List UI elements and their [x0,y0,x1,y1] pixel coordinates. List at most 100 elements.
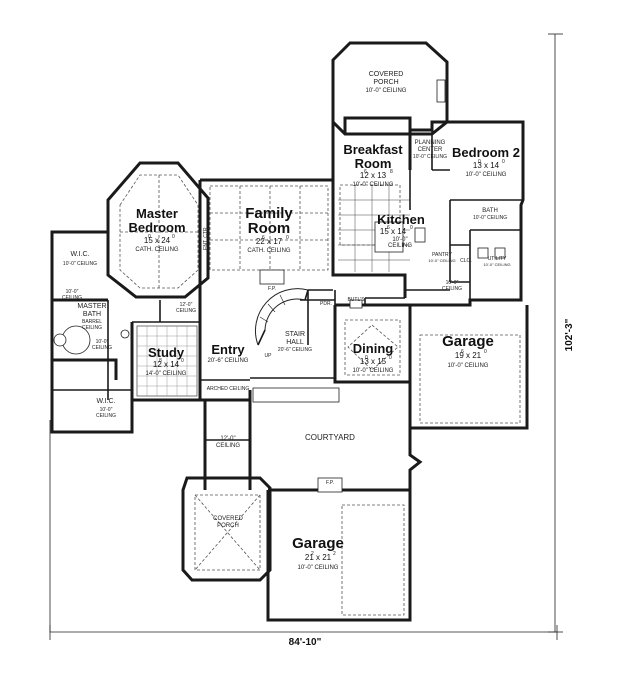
breakfast-sup-b: 8 [390,169,393,175]
study-sup-a: 8 [159,358,162,364]
dining-sup-a: 0 [365,355,368,361]
pantry-ceiling: 10'-0" CEILING [428,258,455,263]
stair-hall-name-1: STAIR [285,331,305,338]
master-ceiling: CATH. CEILING [135,247,179,253]
exterior-walls [50,41,529,622]
garage-front-sup-a: 2 [311,551,314,557]
fp-court-label: F.P. [326,480,334,486]
bedroom2-dims: 13 x 14 [473,161,500,170]
master-name-1: Master [136,206,178,221]
wic-bottom-ceiling-1: 10'-0" [100,407,113,413]
fixtures [53,79,506,493]
dining-name: Dining [353,341,393,356]
wic-bottom-name: W.I.C. [96,398,115,405]
family-sup-a: 6 [262,235,265,241]
utility-hall-ceiling-2: CEILING [442,286,462,292]
dimension-lines [49,33,563,640]
study-dims: 12 x 14 [153,360,180,369]
family-sup-b: 0 [286,235,289,241]
garage-right-sup-a: 6 [461,349,464,355]
master-bath-ceiling-2: CEILING [82,325,102,331]
planning-label-2: CENTER [418,147,443,153]
entry-ceiling: 20'-6" CEILING [208,358,249,364]
master-bath-ceiling-1: BARREL [82,319,102,325]
garage-front-sup-b: 2 [333,551,336,557]
utility-name: UTILITY [488,256,507,262]
hall-12-ceiling-2: CEILING [176,308,196,314]
master-sup-a: 0 [148,234,151,240]
stair-hall-ceiling: 20'-6" CEILING [278,347,312,353]
porch-top-ceiling: 10'-0" CEILING [366,88,407,94]
study-ceiling: 14'-0" CEILING [146,371,187,377]
left-ceiling-2: CEILING [62,295,82,301]
wic-bottom-ceiling-2: CEILING [96,413,116,419]
breakfast-name-2: Room [355,156,392,171]
bedroom2-name: Bedroom 2 [452,145,520,160]
stair-up-label: UP [265,353,273,359]
kitchen-dims: 15 x 14 [380,227,407,236]
dining-dims: 13 x 15 [360,357,387,366]
porch-front-name-2: PORCH [217,523,239,529]
kitchen-name: Kitchen [377,212,425,227]
master-name-2: Bedroom [128,220,185,235]
garage-front-name: Garage [292,535,344,552]
porch-top-label-1: COVERED [369,71,404,78]
hall-12-ceiling-1: 12'-0" [180,302,193,308]
family-name-2: Room [248,220,291,237]
entry-arched: ARCHED CEILING [207,386,250,392]
garage-right-name: Garage [442,333,494,350]
breakfast-ceiling: 10'-0" CEILING [353,182,394,188]
clo-name: CLO. [460,258,472,264]
master-sup-b: 0 [172,234,175,240]
bedroom2-sup-b: 0 [502,159,505,165]
pantry-name: PANTRY [432,252,452,258]
family-dims: 22 x 17 [256,237,283,246]
bedroom2-ceiling: 10'-0" CEILING [466,172,507,178]
dining-ceiling: 10'-0" CEILING [353,368,394,374]
study-sup-b: 0 [181,358,184,364]
gallery-ceiling-1: 12'-0" [220,436,235,442]
family-name-1: Family [245,205,293,222]
wic-top-ceiling: 10'-0" CEILING [63,261,97,267]
room-labels: COVERED PORCH 10'-0" CEILING Breakfast R… [62,71,520,571]
bath-name: BATH [482,208,498,214]
breakfast-name-1: Breakfast [343,142,403,157]
planning-label-1: PLANNING [415,140,446,146]
interior-walls [52,130,523,441]
family-ceiling: CATH. CEILING [247,248,291,254]
ceiling-lines [119,174,521,616]
utility-ceiling: 10'-0" CEILING [483,262,510,267]
garage-right-dims: 19 x 21 [455,351,482,360]
bedroom2-sup-a: 0 [478,159,481,165]
breakfast-sup-a: 6 [364,169,367,175]
wic-top-name: W.I.C. [70,251,89,258]
breakfast-dims: 12 x 13 [360,171,387,180]
planning-ceiling: 10'-0" CEILING [413,154,447,160]
entry-name: Entry [211,342,245,357]
study-name: Study [148,345,185,360]
kitchen-ceiling-2: CEILING [388,243,412,249]
garage-right-sup-b: 0 [484,349,487,355]
garage-right-ceiling: 10'-0" CEILING [448,363,489,369]
dining-sup-b: 0 [389,355,392,361]
butls-label: BUTL'S [347,297,365,303]
gallery-ceiling-2: CEILING [216,443,240,449]
porch-top-label-2: PORCH [373,79,398,86]
garage-front-dims: 21 x 21 [305,553,332,562]
master-dims: 15 x 24 [144,236,171,245]
utility-hall-ceiling-1: 10'-0" [446,280,459,286]
overall-depth-label: 102'-3" [564,318,575,351]
fp-family-label: F.P. [268,286,276,292]
kitchen-ceiling-1: 10'-0" [392,237,407,243]
study-grid [136,325,198,397]
bath2-ceiling-2: CEILING [92,345,112,351]
kitchen-sup-b: 0 [410,225,413,231]
pdr-label: PDR. [320,301,332,307]
bath2-ceiling-1: 10'-0" [96,339,109,345]
overall-width-label: 84'-10" [289,637,322,648]
courtyard-label: COURTYARD [305,433,355,442]
bath-ceiling: 10'-0" CEILING [473,215,507,221]
garage-front-ceiling: 10'-0" CEILING [298,565,339,571]
ent-ctr-label: ENT. CTR. [203,226,209,250]
